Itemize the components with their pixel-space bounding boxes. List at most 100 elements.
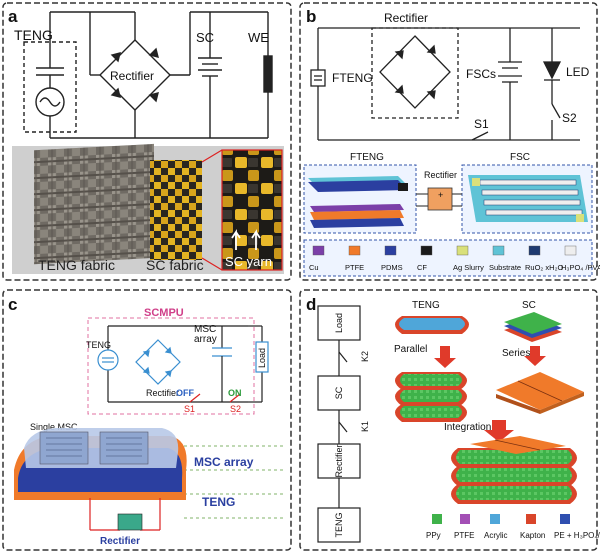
- legend-swatch: [528, 245, 541, 256]
- s2-label: S2: [562, 111, 577, 125]
- legend-swatch: [432, 514, 442, 524]
- single-msc-label: Single MSC: [30, 422, 78, 432]
- fteng-stack: [308, 176, 408, 228]
- parallel-arrow-icon: [434, 346, 456, 368]
- rectifier-title: Rectifier: [384, 11, 428, 25]
- block-label: Rectifier: [334, 444, 344, 477]
- panel-c-frame: [2, 289, 292, 551]
- legend-swatch: [492, 245, 505, 256]
- panel-c-circuit: [97, 325, 269, 403]
- scmpu-label: SCMPU: [144, 307, 184, 319]
- rectifier-bridge-icon: [135, 339, 181, 385]
- legend-label: PTFE: [454, 531, 474, 540]
- legend-label: Kapton: [520, 531, 545, 540]
- integration-label: Integration: [444, 422, 491, 433]
- s2-label: S2: [230, 404, 241, 414]
- panel-a-letter: a: [8, 7, 18, 26]
- rectifier-label: Rectifier: [110, 69, 154, 83]
- rectifier-bridge-icon: [379, 35, 451, 109]
- k2-label: K2: [360, 351, 370, 362]
- fsc-array: [468, 175, 588, 222]
- s1-label: S1: [184, 404, 195, 414]
- sc-label: SC: [196, 30, 214, 45]
- off-label: OFF: [176, 388, 194, 398]
- legend-swatch: [560, 514, 570, 524]
- load-label: Load: [257, 348, 267, 368]
- block-label: TENG: [334, 512, 344, 537]
- plus-sign: +: [438, 190, 443, 200]
- fsc-sub-label: FSC: [510, 152, 530, 163]
- on-label: ON: [228, 388, 242, 398]
- legend-swatch: [348, 245, 361, 256]
- legend-swatch: [460, 514, 470, 524]
- legend-swatch: [420, 245, 433, 256]
- panel-a: a: [2, 2, 292, 281]
- rectifier-sub-label: Rectifier: [424, 170, 457, 180]
- legend-label: H₃PO₄ /PVA: [561, 263, 600, 272]
- msc-array-label-bottom: array: [194, 334, 217, 345]
- panel-b-circuit: [310, 27, 580, 141]
- block-label: SC: [334, 386, 344, 399]
- legend-label: Ag Slurry: [453, 263, 484, 272]
- panel-c-letter: c: [8, 295, 17, 314]
- legend-label: Acrylic: [484, 531, 508, 540]
- panel-b: b Rectifier: [299, 2, 600, 281]
- legend-label: PDMS: [381, 263, 403, 272]
- sc-fabric-label: SC fabric: [146, 257, 204, 273]
- legend-swatch: [490, 514, 500, 524]
- integration-arrow-icon: [484, 420, 514, 442]
- msc-device: [14, 428, 187, 531]
- panel-a-circuit: [23, 11, 273, 139]
- led-label: LED: [566, 65, 590, 79]
- teng-label: TENG: [14, 27, 53, 43]
- guide-lines: [184, 445, 284, 519]
- s1-label: S1: [474, 117, 489, 131]
- legend-label: Cu: [309, 263, 319, 272]
- msc-array-side-label: MSC array: [194, 455, 254, 469]
- legend-swatch: [312, 245, 325, 256]
- series-arrow-icon: [524, 346, 546, 366]
- parallel-label: Parallel: [394, 344, 427, 355]
- rectifier-chip-icon: [117, 513, 143, 531]
- teng-fabric-label: TENG fabric: [38, 257, 115, 273]
- block-sc: [317, 375, 361, 411]
- sc-stack: [504, 312, 562, 342]
- teng-symbol-icon: [97, 349, 119, 371]
- k1-label: K1: [360, 421, 370, 432]
- block-rectifier: [317, 443, 361, 479]
- fteng-symbol-icon: [310, 69, 326, 87]
- we-label: WE: [248, 30, 269, 45]
- legend-label: Substrate: [489, 263, 521, 272]
- rectifier-dashed-box: [371, 27, 459, 119]
- legend-swatch: [384, 245, 397, 256]
- series-sheet: [496, 372, 584, 414]
- fteng-sub-label: FTENG: [350, 152, 384, 163]
- integrated-device: [451, 436, 577, 504]
- block-teng: [317, 507, 361, 543]
- legend-swatch: [456, 245, 469, 256]
- fabric-photo: [12, 143, 284, 274]
- panel-b-letter: b: [306, 7, 316, 26]
- sc-yarn-arrow-icon: [251, 229, 261, 250]
- msc-array-label-top: MSC: [194, 324, 216, 335]
- fscs-label: FSCs: [466, 67, 496, 81]
- rectifier-circuit-label: Rectifier: [146, 388, 179, 398]
- we-element-icon: [263, 55, 273, 93]
- legend-swatch: [526, 514, 536, 524]
- rectifier-device-label: Rectifier: [100, 536, 140, 547]
- scmpu-dashed-box: [87, 317, 255, 415]
- legend-label: PPy: [426, 531, 441, 540]
- block-load: [317, 305, 361, 341]
- sc-yarn-label: SC yarn: [225, 254, 272, 269]
- rectifier-block: [427, 187, 453, 211]
- block-label: Load: [334, 313, 344, 333]
- legend-label: PTFE: [345, 263, 364, 272]
- led-icon: [542, 61, 562, 80]
- teng-circuit-label: TENG: [86, 340, 111, 350]
- teng-label: TENG: [412, 300, 440, 311]
- parallel-stack: [395, 372, 467, 422]
